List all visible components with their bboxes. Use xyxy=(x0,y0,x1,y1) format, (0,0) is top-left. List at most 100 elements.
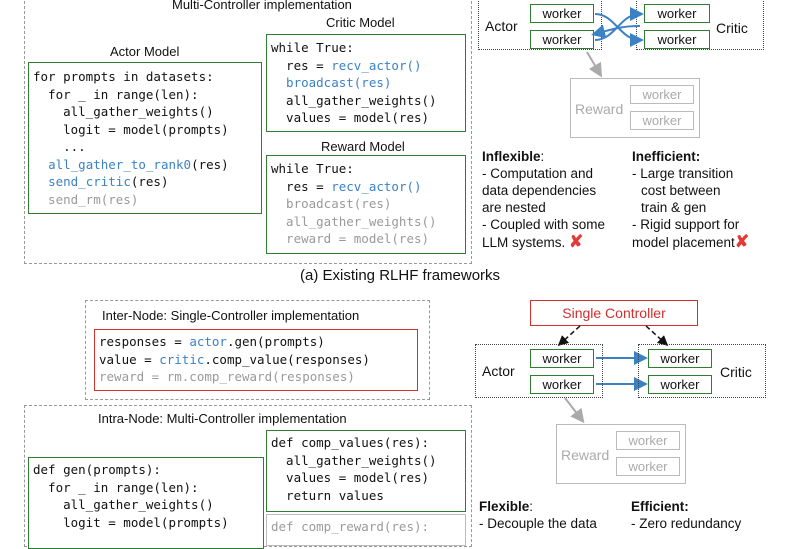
code-line: logit = model(prompts) xyxy=(33,121,229,137)
code-line: all_gather_weights() xyxy=(33,497,214,512)
inflexible-line-4: - Coupled with some xyxy=(482,217,606,232)
code-line: def gen(prompts): xyxy=(33,462,161,477)
values-code-box: def comp_values(res): all_gather_weights… xyxy=(266,430,466,512)
inefficient-heading: Inefficient: xyxy=(632,149,701,164)
flexible-line-1: - Decouple the data xyxy=(479,516,597,531)
inflexible-line-1: - Computation and xyxy=(482,166,594,181)
code-line: all_gather_weights() xyxy=(271,213,437,229)
code-line: logit = model(prompts) xyxy=(33,514,229,530)
actor-code-box: for prompts in datasets: for _ in range(… xyxy=(28,62,262,214)
efficient-heading: Efficient: xyxy=(631,499,689,514)
reward-label-bottom: Reward xyxy=(561,447,610,463)
inefficient-block: Inefficient: - Large transition cost bet… xyxy=(632,148,749,251)
inter-node-code-box: responses = actor.gen(prompts) value = cr… xyxy=(94,329,418,391)
efficient-line-1: - Zero redundancy xyxy=(631,516,742,531)
inefficient-line-1: - Large transition xyxy=(632,166,734,181)
worker-reward-2-bottom: worker xyxy=(616,457,680,476)
inter-node-code: responses = actor.gen(prompts) value = cr… xyxy=(95,330,417,386)
critic-code: while True: res = recv_actor() broadcast… xyxy=(267,35,465,127)
worker-reward-1-top: worker xyxy=(630,85,694,104)
critic-group-bottom xyxy=(638,344,766,398)
worker-critic-1-bottom: worker xyxy=(648,349,712,368)
code-line: values = model(res) xyxy=(271,110,430,125)
single-controller-box: Single Controller xyxy=(530,300,698,326)
code-line: value = critic.comp_value(responses) xyxy=(99,351,370,367)
code-line: reward = model(res) xyxy=(271,231,430,246)
worker-actor-2-bottom: worker xyxy=(530,375,594,394)
critic-model-title: Critic Model xyxy=(326,15,395,30)
worker-actor-1-bottom: worker xyxy=(530,349,594,368)
crossed-arrow-2 xyxy=(594,7,644,41)
multi-controller-panel xyxy=(24,0,472,264)
reward-code: while True: res = recv_actor() broadcast… xyxy=(267,156,465,248)
code-line: res = recv_actor() xyxy=(271,178,422,194)
code-line: send_rm(res) xyxy=(33,191,139,207)
code-line: all_gather_weights() xyxy=(33,104,214,119)
flexible-heading: Flexible xyxy=(479,499,530,514)
code-line: reward = rm.comp_reward(responses) xyxy=(99,369,355,384)
multi-controller-title: Multi-Controller implementation xyxy=(172,0,352,12)
actor-group-bottom xyxy=(475,344,603,398)
critic-group-top xyxy=(636,0,764,50)
code-line: for prompts in datasets: xyxy=(33,69,214,84)
reward-code-box-bottom: def comp_reward(res): xyxy=(266,514,466,546)
worker-critic-2-bottom: worker xyxy=(648,375,712,394)
inefficient-line-2: cost between xyxy=(641,183,721,198)
controller-to-critic-arrow xyxy=(645,325,669,347)
reward-arrow-top xyxy=(586,51,603,78)
code-line: return values xyxy=(271,487,384,503)
actor-model-title: Actor Model xyxy=(110,44,180,59)
flexible-block: Flexible: - Decouple the data xyxy=(479,499,597,531)
inflexible-line-5: LLM systems. xyxy=(482,235,566,250)
code-line: send_critic(res) xyxy=(48,174,169,189)
actor-code: for prompts in datasets: for _ in range(… xyxy=(29,63,261,208)
intra-node-title: Intra-Node: Multi-Controller implementat… xyxy=(98,411,347,426)
crossed-arrow-3 xyxy=(591,24,641,39)
reward-code-partial: def comp_reward(res): xyxy=(271,519,430,534)
code-line: res = recv_actor() xyxy=(271,57,422,73)
inefficient-line-4: - Rigid support for xyxy=(632,217,740,232)
inflexible-block: Inflexible: - Computation and data depen… xyxy=(482,149,606,251)
single-controller-label: Single Controller xyxy=(562,305,666,321)
cross-icon: ✘ xyxy=(734,232,750,251)
reward-label-top: Reward xyxy=(575,101,624,117)
code-line: all_gather_to_rank0(res) xyxy=(48,156,229,172)
reward-code-box: while True: res = recv_actor() broadcast… xyxy=(266,155,466,254)
efficient-block: Efficient: - Zero redundancy xyxy=(631,498,741,532)
inflexible-line-2: data dependencies xyxy=(482,183,597,198)
arrows-top xyxy=(586,7,644,78)
worker-actor-1-top: worker xyxy=(530,4,594,23)
actor-label-bottom: Actor xyxy=(482,363,515,379)
inter-node-panel xyxy=(85,300,430,400)
code-line: while True: xyxy=(271,161,354,176)
code-line: broadcast(res) xyxy=(271,75,392,90)
code-line: def comp_values(res): xyxy=(271,435,430,450)
values-code: def comp_values(res): all_gather_weights… xyxy=(267,431,465,504)
critic-label-bottom: Critic xyxy=(720,364,752,380)
code-line: responses = actor.gen(prompts) xyxy=(99,334,325,349)
actor-label-top: Actor xyxy=(485,18,518,34)
reward-arrow-bottom xyxy=(564,397,585,424)
code-line: values = model(res) xyxy=(271,470,430,485)
cross-icon: ✘ xyxy=(569,232,584,251)
code-line: for _ in range(len): xyxy=(33,479,199,495)
caption-a: (a) Existing RLHF frameworks xyxy=(300,267,501,284)
gen-code: def gen(prompts): for _ in range(len): a… xyxy=(29,458,263,531)
inter-node-title: Inter-Node: Single-Controller implementa… xyxy=(102,308,360,323)
inefficient-line-5: model placement xyxy=(632,235,735,250)
worker-reward-2-top: worker xyxy=(630,111,694,130)
inflexible-line-3: are nested xyxy=(482,200,546,215)
worker-critic-1-top: worker xyxy=(644,4,710,23)
controller-to-actor-arrow xyxy=(557,325,581,347)
reward-model-title: Reward Model xyxy=(321,139,405,154)
worker-reward-1-bottom: worker xyxy=(616,431,680,450)
gen-code-box: def gen(prompts): for _ in range(len): a… xyxy=(28,457,264,549)
code-line: all_gather_weights() xyxy=(271,452,437,468)
worker-critic-2-top: worker xyxy=(644,30,710,49)
code-line: all_gather_weights() xyxy=(271,92,437,108)
code-line: while True: xyxy=(271,40,354,55)
code-line: broadcast(res) xyxy=(271,196,392,211)
inefficient-line-3: train & gen xyxy=(641,200,707,215)
inflexible-heading: Inflexible xyxy=(482,149,541,164)
arrows-bottom xyxy=(557,325,669,424)
